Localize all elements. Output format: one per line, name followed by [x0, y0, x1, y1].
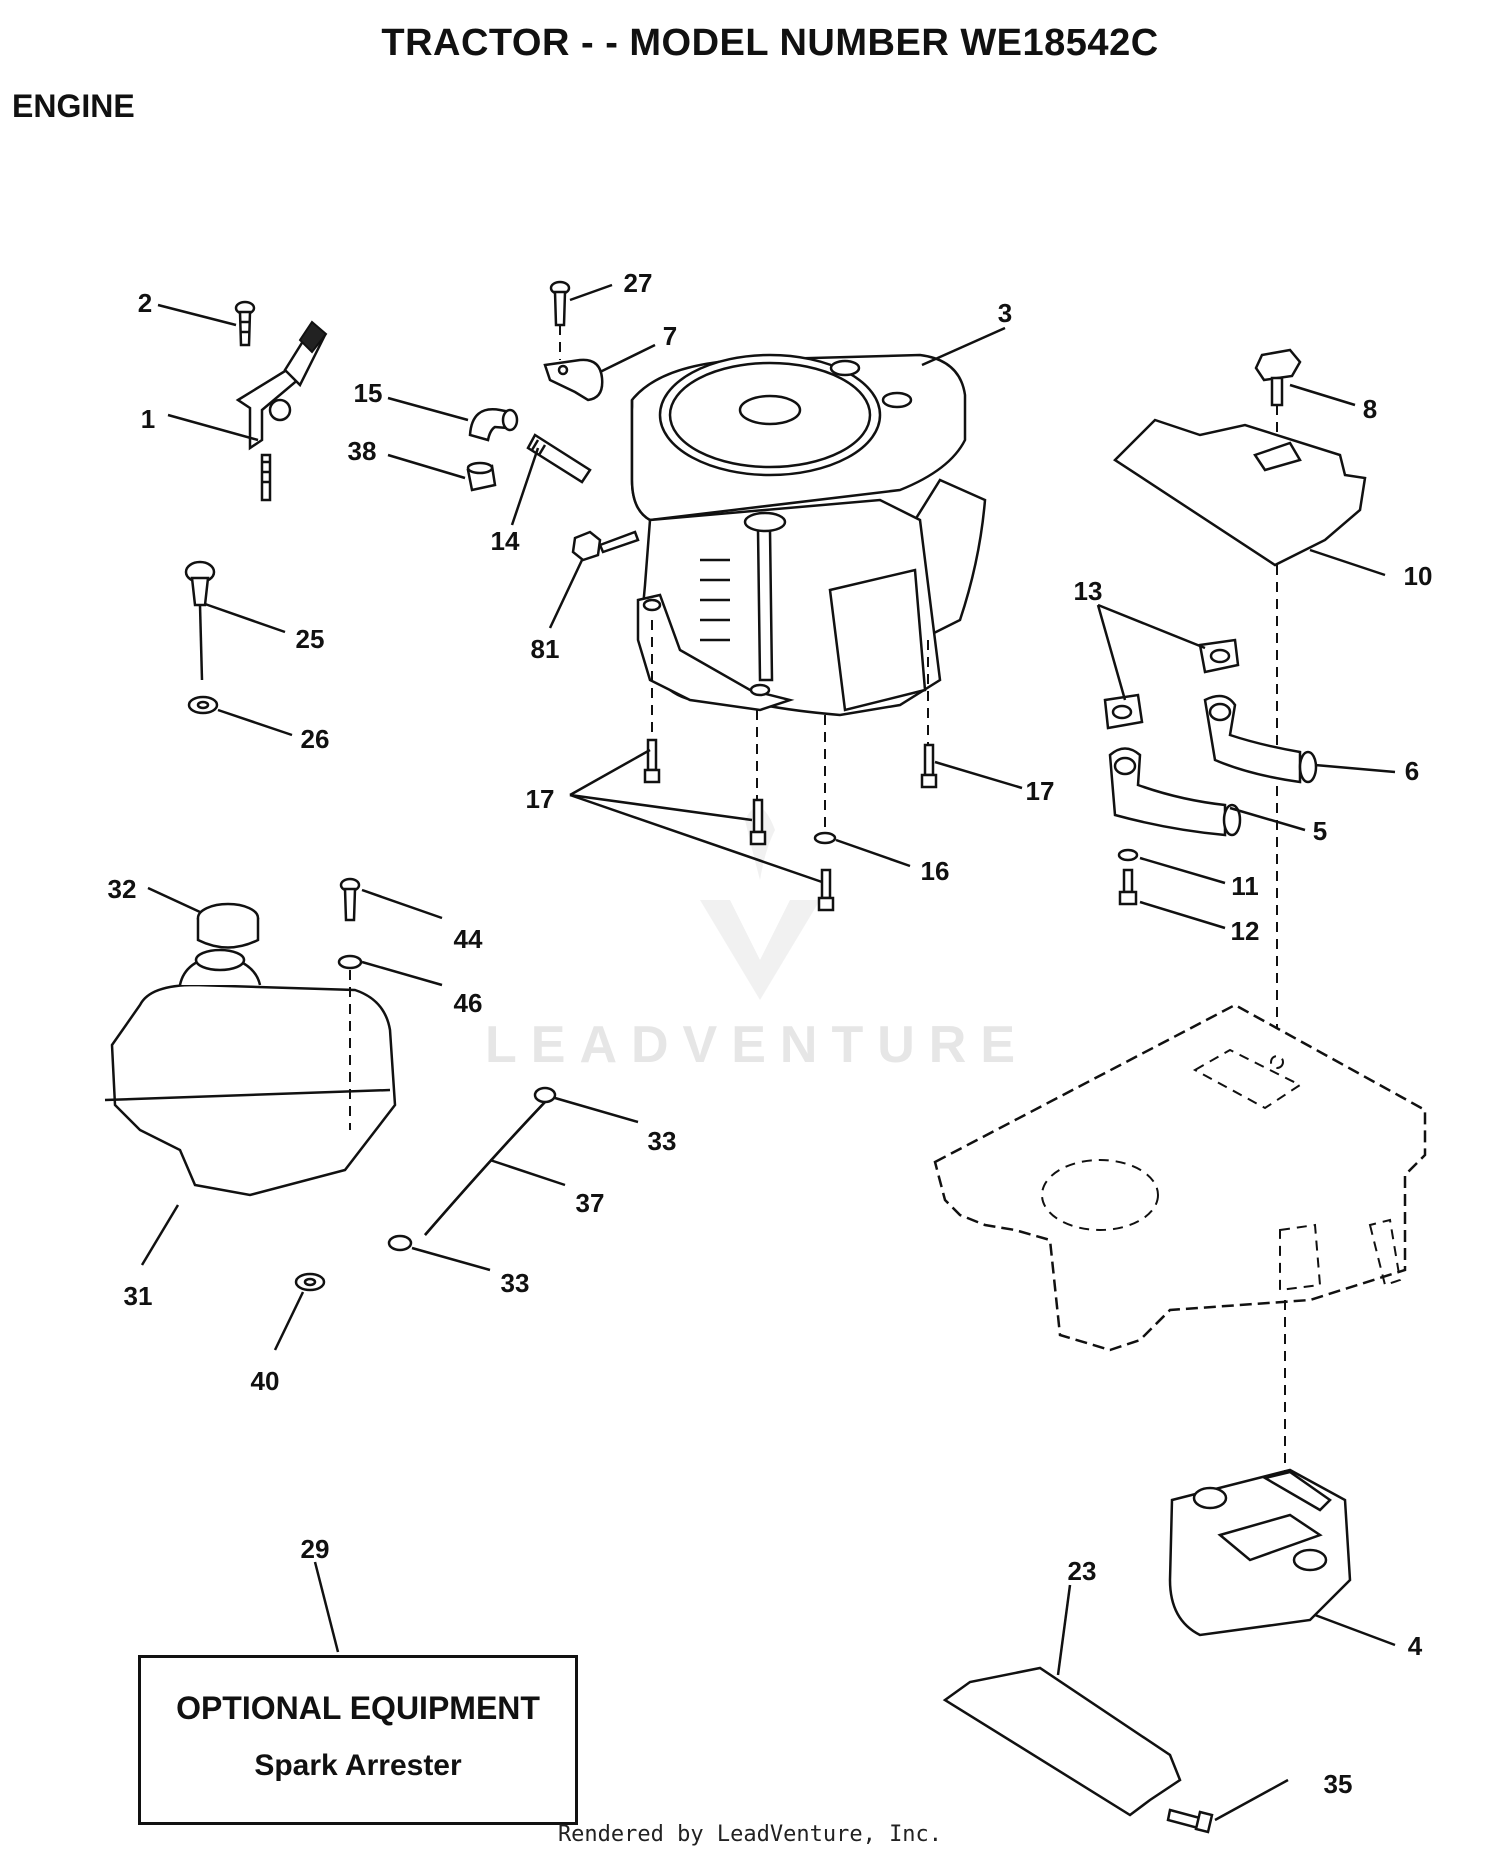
bolt-part [1118, 868, 1138, 906]
choke-knob-part [184, 560, 216, 681]
callout-33: 33 [648, 1126, 677, 1156]
optional-equipment-box: OPTIONAL EQUIPMENT Spark Arrester [138, 1655, 578, 1825]
callout-32: 32 [108, 874, 137, 904]
heat-shield-part [1113, 418, 1367, 567]
callout-7: 7 [663, 321, 677, 351]
fuel-line-part [424, 1101, 546, 1236]
engine-part [630, 353, 987, 717]
callout-17: 17 [526, 784, 555, 814]
gasket-part [1198, 638, 1240, 674]
fuel-tank-part [104, 948, 397, 1197]
callout-15: 15 [354, 378, 383, 408]
clamp-part [543, 358, 604, 402]
callout-16: 16 [921, 856, 950, 886]
callout-23: 23 [1068, 1556, 1097, 1586]
watermark-text: LEADVENTURE [485, 1016, 1030, 1074]
callout-29: 29 [301, 1534, 330, 1564]
grommet-part [187, 695, 219, 715]
callout-44: 44 [454, 924, 483, 954]
bolt-part [643, 738, 661, 784]
callout-35: 35 [1324, 1769, 1353, 1799]
hose-clamp-part [387, 1234, 413, 1252]
callout-5: 5 [1313, 816, 1327, 846]
elbow-part [468, 408, 519, 442]
callout-81: 81 [531, 634, 560, 664]
bolt-part [1166, 1808, 1214, 1834]
muffler-guard-part [942, 1666, 1182, 1817]
screw-part [339, 877, 361, 922]
bolt-part [920, 743, 938, 789]
callout-17: 17 [1026, 776, 1055, 806]
callout-33: 33 [501, 1268, 530, 1298]
fuel-cap-part [196, 902, 260, 949]
muffler-part [1168, 1468, 1352, 1637]
callout-3: 3 [998, 298, 1012, 328]
callout-2: 2 [138, 288, 152, 318]
callout-26: 26 [301, 724, 330, 754]
callout-13: 13 [1074, 576, 1103, 606]
bolt-part [817, 868, 835, 912]
hose-clamp-part [533, 1086, 557, 1104]
exhaust-pipe-lower-part [1108, 747, 1242, 837]
screw-part [234, 300, 256, 347]
callout-27: 27 [624, 268, 653, 298]
optional-equipment-title: OPTIONAL EQUIPMENT [176, 1690, 540, 1726]
callout-46: 46 [454, 988, 483, 1018]
screw-part [549, 280, 571, 327]
chassis-frame [933, 1003, 1427, 1352]
gasket-part [1103, 693, 1144, 730]
exhaust-pipe-upper-part [1203, 694, 1318, 784]
section-title: ENGINE [12, 88, 135, 124]
optional-equipment-item: Spark Arrester [254, 1749, 462, 1782]
washer-part [337, 954, 363, 970]
callout-31: 31 [124, 1281, 153, 1311]
oil-drain-tube-part [526, 433, 592, 484]
callout-1: 1 [141, 404, 155, 434]
lock-washer-part [813, 831, 837, 845]
callout-6: 6 [1405, 756, 1419, 786]
callout-25: 25 [296, 624, 325, 654]
footer-credit: Rendered by LeadVenture, Inc. [557, 1822, 943, 1847]
callout-40: 40 [251, 1366, 280, 1396]
callout-14: 14 [491, 526, 520, 556]
callout-38: 38 [348, 436, 377, 466]
bolt-part [749, 798, 767, 846]
callout-12: 12 [1231, 916, 1260, 946]
washer-part [1117, 848, 1139, 862]
throttle-control-part [235, 320, 328, 502]
bushing-part [294, 1272, 326, 1292]
page-title: TRACTOR - - MODEL NUMBER WE18542C [381, 22, 1159, 64]
cap-part [466, 461, 497, 492]
callout-labels: 1 2 3 4 5 6 7 8 10 11 12 13 14 15 16 17 … [108, 268, 1433, 1799]
knob-part [1254, 348, 1302, 407]
callout-37: 37 [576, 1188, 605, 1218]
callout-4: 4 [1408, 1631, 1423, 1661]
callout-10: 10 [1404, 561, 1433, 591]
callout-8: 8 [1363, 394, 1377, 424]
callout-11: 11 [1231, 871, 1259, 901]
nut-part [571, 530, 640, 562]
